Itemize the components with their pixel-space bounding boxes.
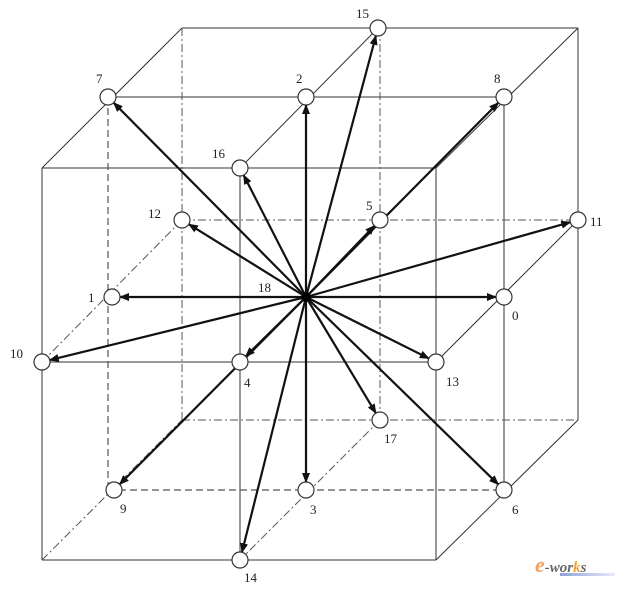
velocity-arrow-11 [305,220,572,299]
node-label-12: 12 [148,206,161,221]
watermark-s: s [580,560,587,576]
lattice-node-12 [173,211,191,229]
lattice-node-16 [231,159,249,177]
node-label-16: 16 [212,146,226,161]
lattice-node-3 [297,481,315,499]
lattice-node-7 [99,88,117,106]
node-label-5: 5 [366,198,373,213]
velocity-arrow-17 [305,296,377,415]
lattice-node-6 [495,481,513,499]
velocity-arrow-15 [304,34,378,298]
lattice-node-4 [231,353,249,371]
node-label-3: 3 [310,502,317,517]
lattice-node-15 [369,19,387,37]
node-label-9: 9 [120,501,127,516]
lattice-node-2 [297,88,315,106]
node-label-11: 11 [590,214,603,229]
lattice-node-8 [495,88,513,106]
lattice-node-5 [371,211,389,229]
lattice-node-10 [33,353,51,371]
node-label-10: 10 [10,346,23,361]
node-label-6: 6 [512,502,519,517]
node-label-8: 8 [494,71,501,86]
node-label-4: 4 [244,375,251,390]
node-label-13: 13 [446,374,459,389]
node-label-14: 14 [244,570,258,585]
velocity-arrow-12 [187,223,307,298]
lattice-node-1 [103,288,121,306]
lattice-node-0 [495,288,513,306]
node-label-0: 0 [512,308,519,323]
velocity-arrow-9 [118,296,307,486]
velocity-arrow-10 [48,295,307,362]
eworks-watermark: e-works [535,552,586,578]
node-label-7: 7 [96,71,103,86]
velocity-arrow-7 [112,101,307,298]
watermark-e: e [535,552,545,577]
watermark-text: -wor [544,560,574,576]
velocity-arrow-6 [305,296,500,486]
velocity-arrow-16 [242,174,307,298]
node-label-1: 1 [88,290,95,305]
node-label-18: 18 [258,280,271,295]
lattice-node-11 [569,211,587,229]
velocity-arrow-13 [305,296,430,360]
lattice-node-13 [427,353,445,371]
velocity-arrow-8 [305,101,500,298]
node-label-17: 17 [384,431,398,446]
center-node [301,292,311,302]
watermark-underline [560,573,615,576]
velocity-arrow-14 [240,296,308,554]
node-label-2: 2 [296,71,303,86]
lattice-node-14 [231,551,249,569]
watermark-k: k [573,560,581,576]
lattice-node-17 [371,411,389,429]
node-label-15: 15 [356,6,369,21]
lattice-node-9 [105,481,123,499]
